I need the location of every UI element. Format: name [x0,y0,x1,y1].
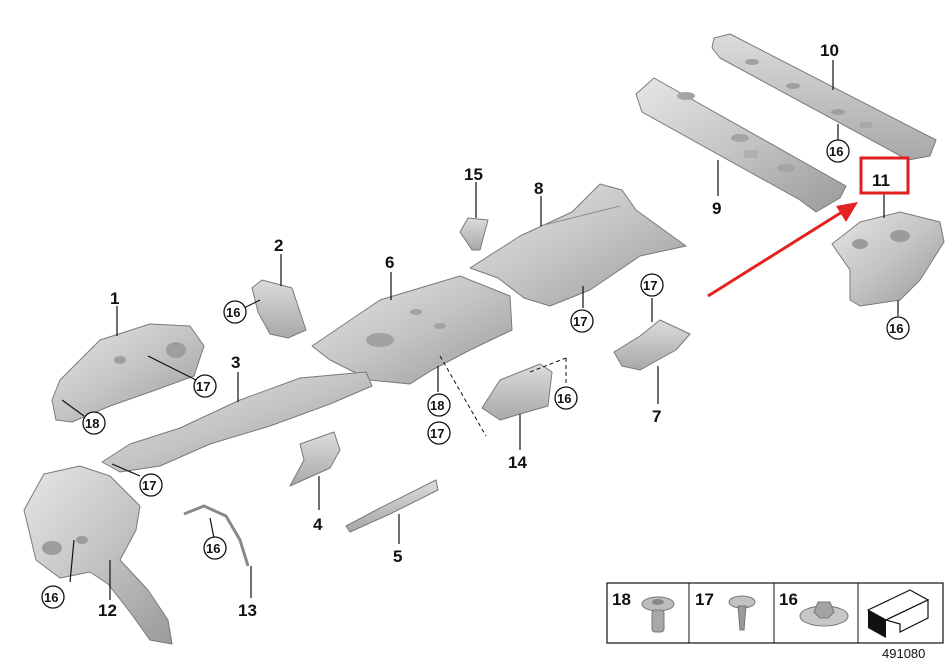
legend-label-18: 18 [612,590,631,609]
part-4-shape [289,431,341,487]
fastener-callout-16-a: 16 [223,300,247,324]
red-arrow [707,202,858,298]
svg-text:17: 17 [142,478,156,493]
fastener-callout-17-b: 17 [139,473,163,497]
fastener-callout-16-d: 16 [554,386,578,410]
svg-text:16: 16 [44,590,58,605]
fastener-callout-16-c: 16 [203,536,227,560]
callout-15: 15 [464,165,483,184]
part-1-shape [51,323,205,423]
callout-8: 8 [534,179,543,198]
callout-1: 1 [110,289,119,308]
svg-text:16: 16 [829,144,843,159]
legend-icon-expanding-rivet [641,596,675,633]
fastener-callout-16-f: 16 [886,316,910,340]
callout-7: 7 [652,407,661,426]
svg-text:17: 17 [430,426,444,441]
callout-4: 4 [313,515,323,534]
callout-11: 11 [872,171,890,190]
callout-2: 2 [274,236,283,255]
callout-12: 12 [98,601,117,620]
legend-label-16: 16 [779,590,798,609]
part-10-shape [711,33,937,161]
fastener-callout-17-d: 17 [570,309,594,333]
part-6-shape [311,275,513,385]
fastener-callout-17-c: 17 [427,421,451,445]
svg-text:16: 16 [889,321,903,336]
svg-text:17: 17 [573,314,587,329]
callout-6: 6 [385,253,394,272]
part-8-shape [469,183,687,307]
callout-14: 14 [508,453,527,472]
part-5-shape [345,479,439,533]
fastener-callout-18-a: 18 [82,411,106,435]
fastener-callout-16-b: 16 [41,585,65,609]
part-12-shape [23,465,173,645]
legend-icon-screw [728,595,756,631]
svg-text:17: 17 [196,379,210,394]
fastener-callout-17-a: 17 [193,374,217,398]
callout-5: 5 [393,547,402,566]
part-9-shape [635,77,847,213]
callout-9: 9 [712,199,721,218]
part-14-shape [481,363,553,421]
part-3-shape [101,371,373,473]
part-11-shape [831,211,945,307]
fastener-callout-18-b: 18 [427,393,451,417]
reference-number: 491080 [882,646,925,661]
svg-text:17: 17 [643,278,657,293]
callout-3: 3 [231,353,240,372]
legend-icon-flange-nut [799,601,849,627]
part-7-shape [613,319,691,371]
fastener-callout-17-e: 17 [640,273,664,297]
svg-text:16: 16 [206,541,220,556]
svg-text:16: 16 [557,391,571,406]
leader-lines [61,60,899,600]
highlight-box-11 [859,156,910,195]
legend-label-17: 17 [695,590,714,609]
fastener-callout-16-e: 16 [826,139,850,163]
part-2-shape [251,279,307,339]
fastener-legend: 18 17 16 [606,582,944,644]
part-13-shape [183,504,250,567]
part-15-shape [459,217,489,251]
svg-text:18: 18 [430,398,444,413]
legend-icon-direction-arrow [866,589,930,638]
svg-text:16: 16 [226,305,240,320]
callout-10: 10 [820,41,839,60]
callout-13: 13 [238,601,257,620]
svg-text:18: 18 [85,416,99,431]
